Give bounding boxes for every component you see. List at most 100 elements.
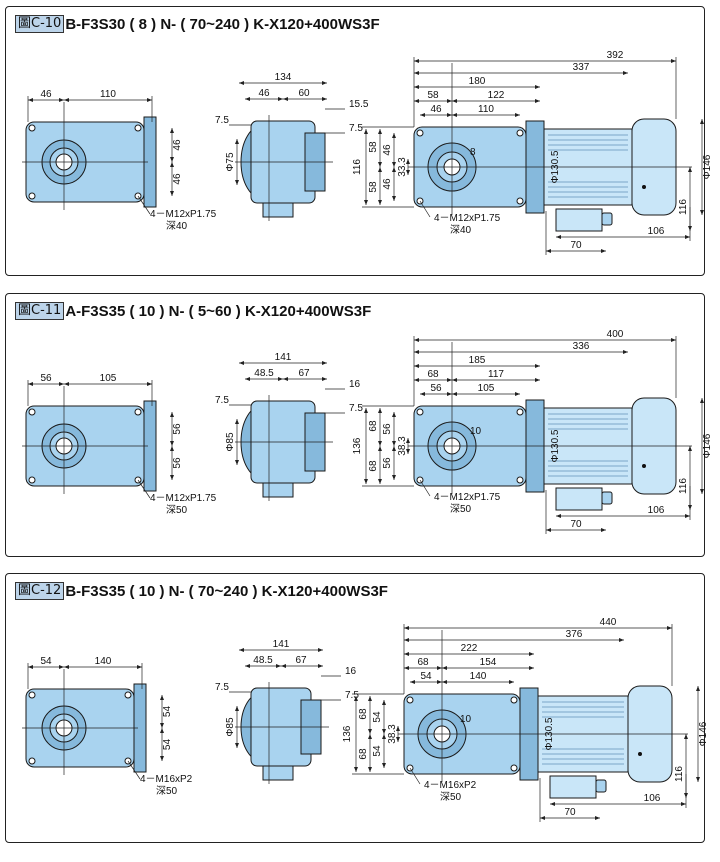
dim-label: 7.5: [349, 403, 363, 414]
dim-label: 336: [573, 341, 590, 352]
dim-label: 7.5: [345, 690, 359, 701]
dim-label: 56: [40, 373, 52, 384]
dim-label: 141: [273, 639, 290, 650]
dim-label: 106: [648, 505, 665, 516]
dim-label: 136: [342, 725, 353, 742]
dim-label: 15.5: [349, 99, 369, 110]
dim-label: 16: [345, 666, 357, 677]
dim-label: Φ85: [225, 717, 236, 737]
figure-number: 圖C-12: [15, 582, 65, 600]
output-shaft: [262, 482, 294, 498]
arrow-icon: [396, 726, 400, 742]
bolt-hole-icon: [28, 757, 36, 765]
dim-label: 46: [172, 139, 183, 151]
dim-label: 4－M12xP1.75: [150, 209, 217, 220]
dim-label: 4－M12xP1.75: [434, 213, 501, 224]
cable-gland: [601, 491, 613, 505]
dim-label: Φ130.5: [544, 717, 555, 750]
leader-line: [127, 760, 141, 780]
dim-label: 70: [570, 240, 582, 251]
bolt-hole-icon: [28, 192, 36, 200]
dim-label: 10: [470, 426, 482, 437]
dim-label: 67: [295, 655, 307, 666]
dim-label: 深50: [450, 503, 472, 515]
figure-number: 圖C-11: [15, 302, 65, 320]
arrow-icon: [235, 419, 239, 465]
bolt-hole-icon: [510, 764, 518, 772]
output-shaft: [262, 765, 294, 781]
dim-label: 深40: [166, 220, 188, 232]
dim-label: 140: [470, 671, 487, 682]
cable-gland: [601, 212, 613, 226]
dim-label: 58: [427, 90, 439, 101]
dim-label: 106: [644, 793, 661, 804]
dim-label: 16: [349, 379, 361, 390]
arrow-icon: [406, 159, 410, 175]
dim-label: 117: [488, 369, 504, 380]
bolt-hole-icon: [124, 691, 132, 699]
dim-label: 56: [382, 423, 393, 435]
dim-label: 46: [40, 89, 52, 100]
dim-label: 180: [469, 76, 486, 87]
dim-label: 70: [564, 807, 576, 818]
dim-label: 68: [368, 420, 379, 432]
screw-icon: [638, 752, 642, 756]
dim-label: 116: [678, 478, 689, 494]
dim-label: 54: [162, 706, 173, 718]
dim-label: Φ130.5: [550, 150, 561, 183]
dim-label: 68: [368, 460, 379, 472]
leader-line: [409, 767, 421, 785]
bolt-hole-icon: [28, 476, 36, 484]
figure-number: 圖C-10: [15, 15, 65, 33]
dim-label: Φ85: [225, 432, 236, 452]
terminal-box: [555, 208, 603, 232]
dim-label: 70: [570, 519, 582, 530]
dim-label: 4－M16xP2: [424, 780, 477, 791]
dim-label: 46: [430, 104, 442, 115]
dim-label: 46: [382, 178, 393, 190]
dim-label: 38.3: [387, 724, 398, 744]
dim-label: Φ146: [702, 433, 713, 458]
dim-label: 48.5: [253, 655, 273, 666]
dim-label: 54: [372, 745, 383, 757]
bolt-hole-icon: [134, 124, 142, 132]
dim-label: Φ75: [225, 152, 236, 172]
bolt-hole-icon: [28, 691, 36, 699]
dim-label: 110: [478, 104, 494, 115]
dim-label: 54: [420, 671, 432, 682]
dim-label: 4－M12xP1.75: [150, 493, 217, 504]
dim-label: 116: [352, 159, 363, 175]
dim-label: 58: [368, 181, 379, 193]
dim-label: 46: [172, 173, 183, 185]
dim-label: 68: [427, 369, 439, 380]
dim-label: 136: [352, 437, 363, 454]
arrow-icon: [283, 377, 327, 381]
dim-label: 337: [573, 62, 590, 73]
dim-label: 7.5: [215, 115, 229, 126]
bolt-hole-icon: [516, 408, 524, 416]
dim-label: 122: [488, 90, 505, 101]
dim-label: 深50: [440, 791, 462, 803]
dim-label: 68: [358, 748, 369, 760]
dim-label: 56: [172, 423, 183, 435]
dim-label: 106: [648, 226, 665, 237]
bolt-hole-icon: [516, 129, 524, 137]
dim-label: 56: [382, 457, 393, 469]
dim-label: 10: [460, 714, 472, 725]
bolt-hole-icon: [510, 696, 518, 704]
bolt-hole-icon: [28, 408, 36, 416]
dim-label: 56: [172, 457, 183, 469]
dim-label: 深50: [156, 785, 178, 797]
arrow-icon: [235, 706, 239, 748]
dim-label: 8: [470, 147, 476, 158]
dim-label: 48.5: [254, 368, 274, 379]
